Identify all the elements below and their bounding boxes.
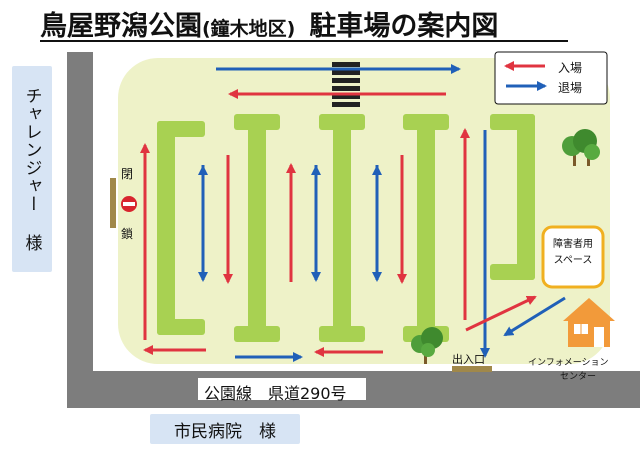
road-vertical bbox=[67, 52, 93, 408]
neighbor-hospital: 市民病院 様 bbox=[150, 414, 300, 444]
parking-bar-3 bbox=[319, 114, 365, 342]
parking-bar-5 bbox=[490, 114, 535, 280]
legend-box bbox=[494, 51, 608, 105]
park-area bbox=[118, 58, 610, 364]
neighbor-challenger-label: チャレンジャー 様 bbox=[21, 86, 42, 252]
crosswalk bbox=[332, 62, 360, 107]
entrance-marker bbox=[452, 366, 492, 372]
info-center-label-line2: センター bbox=[560, 372, 597, 382]
handicap-label: 障害者用 スペース bbox=[543, 237, 603, 269]
parking-bar-4 bbox=[403, 114, 449, 342]
tree-icon-top-right bbox=[562, 129, 600, 166]
info-center-label-line1: インフォメーション bbox=[528, 358, 609, 368]
district-name: (鐘木地区) bbox=[202, 18, 296, 40]
arrow-diag-exit bbox=[503, 296, 566, 337]
gate-bottom-char: 鎖 bbox=[121, 227, 134, 241]
parking-bar-1 bbox=[157, 121, 205, 335]
info-center-house-icon bbox=[563, 298, 615, 347]
gate-top-char: 閉 bbox=[121, 167, 134, 181]
page-title: 鳥屋野潟公園(鐘木地区) 駐車場の案内図 bbox=[40, 4, 498, 43]
road-name-label: 公園線 県道290号 bbox=[204, 384, 347, 403]
handicap-label-line2: スペース bbox=[553, 255, 593, 266]
neighbor-hospital-label: 市民病院 様 bbox=[174, 421, 276, 442]
neighbor-challenger: チャレンジャー 様 bbox=[12, 66, 52, 272]
handicap-label-line1: 障害者用 bbox=[553, 239, 593, 250]
handicap-space bbox=[541, 225, 605, 289]
park-name: 鳥屋野潟公園 bbox=[40, 11, 202, 42]
map-subtitle: 駐車場の案内図 bbox=[309, 11, 499, 42]
entrance-label: 出入口 bbox=[452, 353, 485, 366]
arrow-diag-enter bbox=[465, 295, 537, 332]
legend-enter-label: 入場 bbox=[558, 61, 583, 75]
title-underline bbox=[40, 40, 568, 42]
legend-exit-label: 退場 bbox=[558, 81, 583, 95]
closed-gate bbox=[110, 178, 137, 228]
tree-icon-bottom bbox=[411, 327, 443, 364]
parking-bar-2 bbox=[234, 114, 280, 342]
road-label-background bbox=[198, 378, 366, 400]
